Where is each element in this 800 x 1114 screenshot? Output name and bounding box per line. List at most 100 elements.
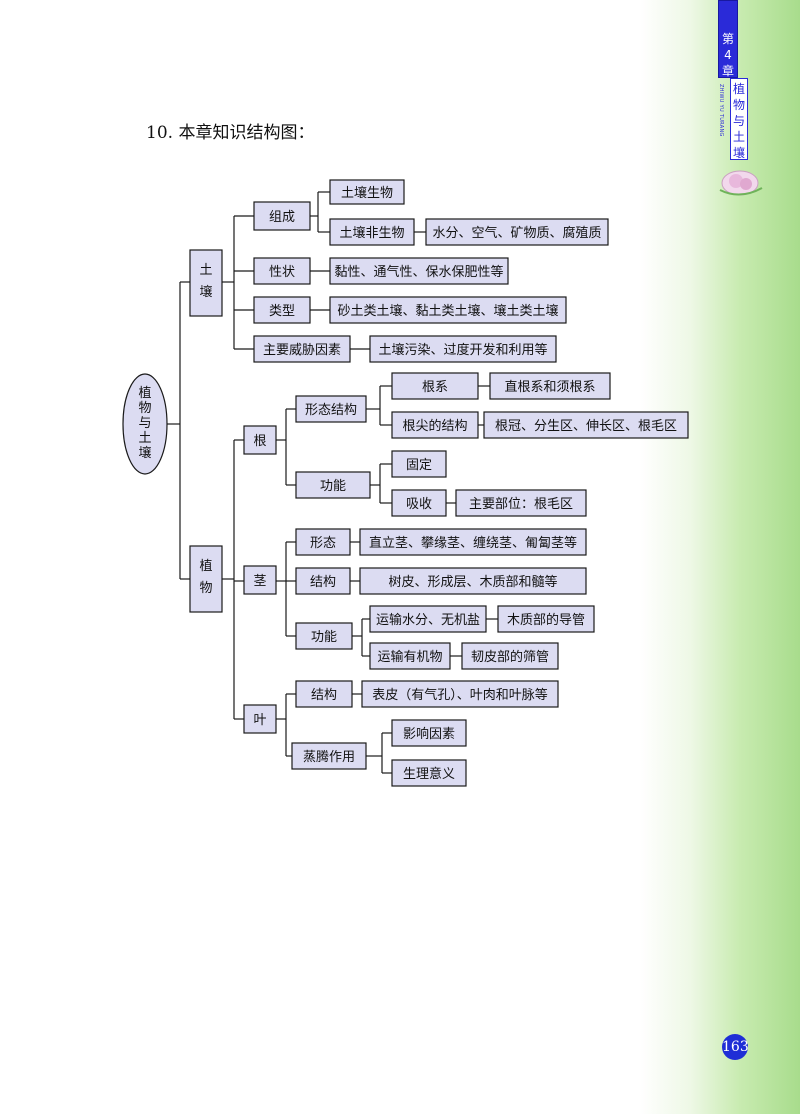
node-root-organ-shape <box>243 425 277 455</box>
node-soil-type: 类型 <box>253 296 311 324</box>
node-stem-water: 运输水分、无机盐 <box>369 605 487 633</box>
node-soil-property: 性状 <box>253 257 311 285</box>
node-leaf-structure-shape <box>295 680 353 708</box>
node-root-fix-shape <box>391 450 447 478</box>
node-root-system-detail-shape <box>489 372 611 400</box>
node-stem-structure-shape <box>295 567 351 595</box>
chapter-title: 植物与土壤 <box>733 82 746 160</box>
node-stem-function-shape <box>295 622 353 650</box>
node-soil-bio-shape <box>329 179 405 205</box>
plant-node: 植物 <box>199 559 213 596</box>
node-leaf-structure-detail-shape <box>361 680 559 708</box>
node-root-function-label: 功能 <box>320 479 346 494</box>
node-root-function-shape <box>295 471 371 499</box>
node-stem: 茎 <box>243 565 277 595</box>
node-root-tip-detail: 根冠、分生区、伸长区、根毛区 <box>483 411 689 439</box>
node-stem-structure-detail-shape <box>359 567 587 595</box>
chapter-title-tab: 植物与土壤 <box>730 78 748 160</box>
node-soil-property-shape <box>253 257 311 285</box>
node-root-morph: 形态结构 <box>295 395 367 423</box>
node-stem-organic-detail: 韧皮部的筛管 <box>461 642 559 670</box>
node-root-organ: 根 <box>243 425 277 455</box>
node-root-morph-shape <box>295 395 367 423</box>
node-stem-structure-detail-label: 树皮、形成层、木质部和髓等 <box>388 574 557 590</box>
node-stem-water-shape <box>369 605 487 633</box>
root-node: 植物与土壤 <box>138 386 152 461</box>
node-root-absorb-detail-label: 主要部位：根毛区 <box>469 497 573 512</box>
node-stem-function-label: 功能 <box>311 630 337 645</box>
node-stem-form-detail: 直立茎、攀缘茎、缠绕茎、匍匐茎等 <box>359 528 587 556</box>
node-leaf-structure-label: 结构 <box>311 688 337 703</box>
node-leaf-structure-detail: 表皮（有气孔）、叶肉和叶脉等 <box>361 680 559 708</box>
soil-node-shape <box>189 249 223 317</box>
node-soil-threat-label: 主要威胁因素 <box>263 343 341 358</box>
page-number: 163 <box>722 1034 749 1060</box>
node-stem-organic: 运输有机物 <box>369 642 451 670</box>
node-soil-nonbio-label: 土壤非生物 <box>339 225 404 241</box>
node-soil-nonbio: 土壤非生物 <box>329 218 415 246</box>
root-node-shape <box>122 373 168 475</box>
node-leaf-structure: 结构 <box>295 680 353 708</box>
node-stem-water-detail-shape <box>497 605 595 633</box>
node-root-tip-detail-label: 根冠、分生区、伸长区、根毛区 <box>495 419 677 434</box>
node-soil-threat-detail: 土壤污染、过度开发和利用等 <box>369 335 557 363</box>
soil-node: 土壤 <box>199 263 213 300</box>
node-stem-water-detail-label: 木质部的导管 <box>507 612 585 628</box>
node-stem-function: 功能 <box>295 622 353 650</box>
flower-icon <box>719 170 763 196</box>
node-root-tip-detail-shape <box>483 411 689 439</box>
node-soil-composition: 组成 <box>253 201 311 231</box>
node-root-function: 功能 <box>295 471 371 499</box>
node-root-system: 根系 <box>391 372 479 400</box>
node-stem-form-label: 形态 <box>310 536 336 551</box>
node-soil-property-detail-shape <box>329 257 509 285</box>
node-soil-threat-detail-label: 土壤污染、过度开发和利用等 <box>378 342 547 358</box>
node-soil-nonbio-shape <box>329 218 415 246</box>
node-leaf-structure-detail-label: 表皮（有气孔）、叶肉和叶脉等 <box>372 687 548 703</box>
root-node-label: 植物与土壤 <box>138 386 152 461</box>
node-stem-organic-shape <box>369 642 451 670</box>
connector-lines <box>166 191 498 774</box>
node-root-tip-shape <box>391 411 479 439</box>
node-soil-type-detail-label: 砂土类土壤、黏土类土壤、壤土类土壤 <box>337 303 558 319</box>
node-leaf-factor: 影响因素 <box>391 719 467 747</box>
node-soil-threat: 主要威胁因素 <box>253 335 351 363</box>
node-stem-organic-detail-label: 韧皮部的筛管 <box>471 649 549 665</box>
node-root-system-label: 根系 <box>422 380 448 395</box>
node-stem-water-detail: 木质部的导管 <box>497 605 595 633</box>
page-heading: 10. 本章知识结构图： <box>146 123 315 143</box>
node-root-tip: 根尖的结构 <box>391 411 479 439</box>
chapter-pinyin: ZHIWU YU TURANG <box>718 84 724 137</box>
plant-node-label: 植物 <box>199 559 213 596</box>
node-root-system-detail: 直根系和须根系 <box>489 372 611 400</box>
node-soil-property-label: 性状 <box>269 265 295 280</box>
node-soil-type-detail: 砂土类土壤、黏土类土壤、壤土类土壤 <box>329 296 567 324</box>
chapter-tab: 第4章 <box>718 0 738 78</box>
node-stem-organic-label: 运输有机物 <box>377 649 442 665</box>
node-root-tip-label: 根尖的结构 <box>402 418 467 434</box>
node-soil-composition-shape <box>253 201 311 231</box>
node-root-morph-label: 形态结构 <box>305 403 357 418</box>
node-root-absorb-detail-shape <box>455 489 587 517</box>
node-leaf-transpiration: 蒸腾作用 <box>291 742 367 770</box>
node-stem-structure-detail: 树皮、形成层、木质部和髓等 <box>359 567 587 595</box>
node-leaf: 叶 <box>243 704 277 734</box>
node-stem-form: 形态 <box>295 528 351 556</box>
node-soil-threat-detail-shape <box>369 335 557 363</box>
node-stem-label: 茎 <box>253 574 266 589</box>
node-soil-bio-label: 土壤生物 <box>341 185 393 201</box>
node-soil-threat-shape <box>253 335 351 363</box>
node-leaf-transpiration-shape <box>291 742 367 770</box>
node-soil-type-label: 类型 <box>269 304 295 319</box>
soil-node-label: 土壤 <box>199 263 213 300</box>
chapter-label: 第4章 <box>722 32 735 78</box>
node-soil-type-detail-shape <box>329 296 567 324</box>
node-stem-form-detail-label: 直立茎、攀缘茎、缠绕茎、匍匐茎等 <box>369 535 577 551</box>
node-leaf-shape <box>243 704 277 734</box>
node-stem-structure: 结构 <box>295 567 351 595</box>
node-root-system-detail-label: 直根系和须根系 <box>504 380 595 395</box>
node-leaf-factor-label: 影响因素 <box>403 726 455 742</box>
node-leaf-significance: 生理意义 <box>391 759 467 787</box>
node-leaf-significance-label: 生理意义 <box>403 766 455 782</box>
